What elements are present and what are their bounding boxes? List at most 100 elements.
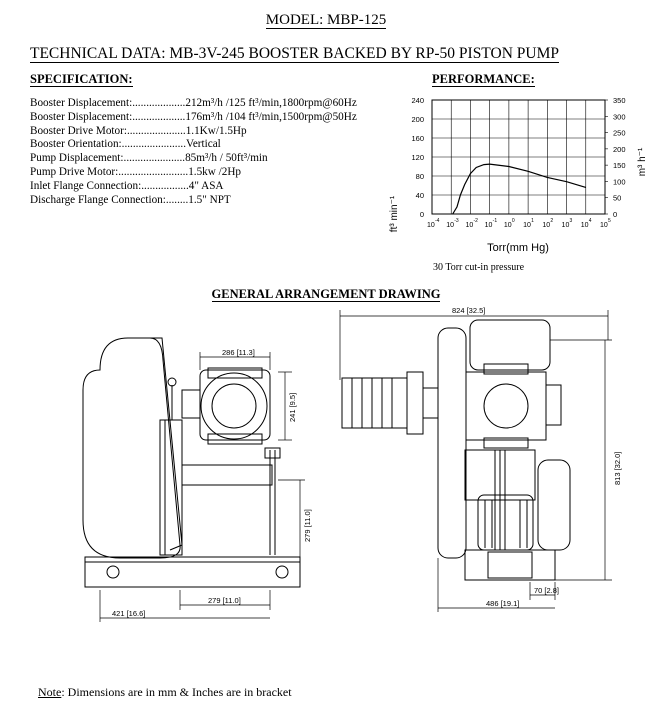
spec-row: Booster Drive Motor:....................… [30, 125, 357, 139]
y-right-axis-label: m³ h⁻¹ [637, 147, 648, 176]
x-tick-exponent: 5 [608, 218, 611, 224]
y-right-tick-label: 50 [613, 194, 621, 203]
spec-value: 85m³/h / 50ft³/min [185, 152, 268, 165]
piston-pump-body [159, 419, 183, 556]
performance-curve [452, 163, 586, 215]
y-right-tick-label: 350 [613, 96, 626, 105]
x-tick-base: 10 [485, 222, 493, 229]
spec-value: Vertical [186, 138, 221, 151]
x-tick-exponent: 2 [550, 218, 553, 224]
dim-813: 813 [32.0] [613, 452, 622, 485]
y-right-tick-label: 0 [613, 210, 617, 219]
x-tick-label: 100 [504, 218, 515, 229]
x-tick-base: 10 [542, 222, 550, 229]
y-left-tick-label: 80 [416, 172, 424, 181]
x-tick-exponent: 0 [512, 218, 515, 224]
x-tick-exponent: 4 [589, 218, 592, 224]
spec-label: Pump Drive Motor:.......................… [30, 165, 189, 178]
spec-row: Booster Displacement:...................… [30, 111, 357, 125]
x-tick-label: 10-3 [446, 218, 459, 229]
x-tick-exponent: 1 [531, 218, 534, 224]
dim-279-horizontal: 279 [11.0] [208, 596, 241, 605]
spec-value: 4" ASA [188, 179, 224, 192]
x-tick-label: 102 [542, 218, 553, 229]
specification-header: SPECIFICATION: [30, 72, 133, 87]
dim-824: 824 [32.5] [452, 306, 485, 315]
spec-row: Pump Drive Motor:.......................… [30, 166, 357, 180]
y-right-tick-label: 300 [613, 112, 626, 121]
chart-caption: 30 Torr cut-in pressure [433, 262, 525, 273]
spec-value: 1.5" NPT [188, 193, 231, 206]
x-tick-label: 104 [581, 218, 592, 229]
x-tick-base: 10 [523, 222, 531, 229]
x-axis-label: Torr(mm Hg) [487, 242, 549, 254]
spec-value: 176m³/h /104 ft³/min,1500rpm@50Hz [185, 110, 357, 123]
y-right-tick-label: 200 [613, 145, 626, 154]
spec-label: Pump Displacement:...................... [30, 152, 186, 165]
spec-label: Booster Displacement:................... [30, 97, 186, 109]
specification-list: Booster Displacement:...................… [30, 97, 357, 207]
spec-row: Inlet Flange Connection:................… [30, 180, 357, 194]
spec-value: 1.5kw /2Hp [188, 165, 242, 178]
y-left-axis-label: ft³ min⁻¹ [389, 195, 400, 232]
spec-label: Booster Orientation:....................… [30, 138, 186, 151]
spec-row: Discharge Flange Connection:........1.5"… [30, 194, 357, 208]
x-tick-label: 10-4 [427, 218, 440, 229]
x-tick-base: 10 [427, 222, 435, 229]
x-tick-base: 10 [465, 222, 473, 229]
y-left-tick-label: 40 [416, 191, 424, 200]
x-tick-exponent: 3 [570, 218, 573, 224]
x-tick-base: 10 [581, 222, 589, 229]
y-left-tick-label: 120 [411, 153, 424, 162]
y-right-tick-label: 150 [613, 161, 626, 170]
note: Note: Dimensions are in mm & Inches are … [38, 685, 292, 699]
base-frame-side [84, 556, 301, 588]
x-tick-exponent: -4 [435, 218, 440, 224]
x-tick-base: 10 [562, 222, 570, 229]
front-view [339, 310, 612, 612]
spec-label: Inlet Flange Connection:................… [30, 179, 189, 192]
side-view [82, 337, 305, 622]
general-arrangement-drawing: 286 [11.3] 241 [9.5] 279 [11.0] 279 [11.… [82, 306, 622, 622]
technical-data-title: TECHNICAL DATA: MB-3V-245 BOOSTER BACKED… [30, 45, 559, 63]
dim-70: 70 [2.8] [534, 586, 559, 595]
performance-header: PERFORMANCE: [432, 72, 535, 87]
x-tick-label: 103 [562, 218, 573, 229]
spec-row: Pump Displacement:......................… [30, 152, 357, 166]
spec-label: Discharge Flange Connection:........ [30, 193, 189, 206]
y-left-tick-label: 160 [411, 134, 424, 143]
dim-279-vertical: 279 [11.0] [303, 509, 312, 542]
y-right-tick-label: 100 [613, 177, 626, 186]
inlet-pipe [181, 464, 273, 486]
x-tick-exponent: -2 [473, 218, 478, 224]
dim-241: 241 [9.5] [288, 393, 297, 422]
spec-value: 1.1Kw/1.5Hp [185, 124, 247, 137]
x-tick-base: 10 [504, 222, 512, 229]
x-tick-label: 10-1 [485, 218, 498, 229]
dim-421: 421 [16.6] [112, 609, 145, 618]
x-tick-base: 10 [446, 222, 454, 229]
model-title: MODEL: MBP-125 [265, 12, 387, 29]
spec-row: Booster Displacement:...................… [30, 97, 357, 111]
general-arrangement-title: GENERAL ARRANGEMENT DRAWING [211, 287, 441, 302]
y-left-tick-label: 240 [411, 96, 424, 105]
dim-286: 286 [11.3] [222, 348, 255, 357]
base-frame-front [464, 549, 556, 581]
x-tick-label: 10-2 [465, 218, 478, 229]
booster-body-front [465, 371, 547, 441]
x-tick-label: 105 [600, 218, 611, 229]
dim-486: 486 [19.1] [486, 599, 519, 608]
x-tick-exponent: -3 [454, 218, 459, 224]
y-left-tick-label: 200 [411, 115, 424, 124]
belt-guard-front [437, 327, 467, 559]
spec-value: 212m³/h /125 ft³/min,1800rpm@60Hz [185, 97, 357, 109]
x-tick-label: 101 [523, 218, 534, 229]
chart-grid [431, 99, 608, 215]
y-right-tick-label: 250 [613, 129, 626, 138]
spec-label: Booster Drive Motor:....................… [30, 124, 186, 137]
x-tick-base: 10 [600, 222, 608, 229]
spec-label: Booster Displacement:................... [30, 110, 186, 123]
